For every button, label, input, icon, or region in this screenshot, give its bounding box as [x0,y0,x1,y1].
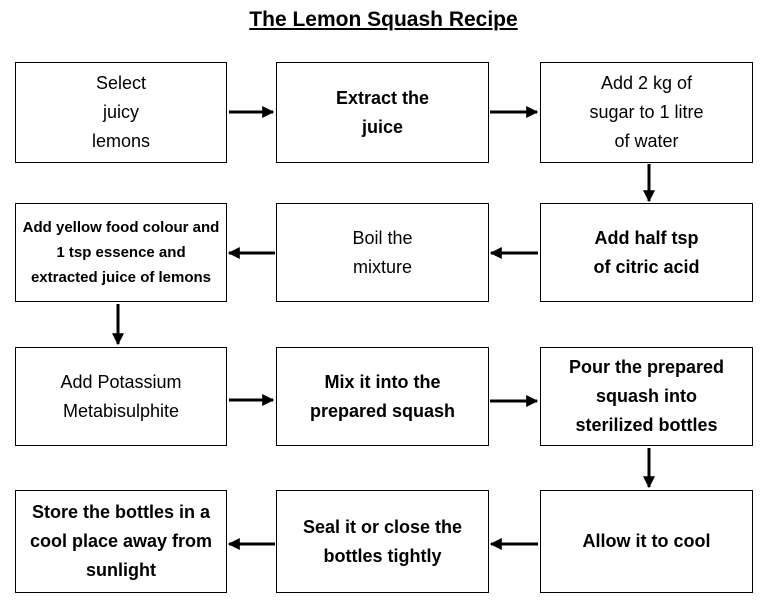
step-label: Select juicy lemons [91,73,151,151]
step-store-bottles: Store the bottles in a cool place away f… [15,490,227,593]
step-extract-juice: Extract the juice [276,62,489,163]
step-label: Mix it into the prepared squash [309,371,456,421]
step-label: Allow it to cool [582,531,711,551]
step-label: Add yellow food colour and 1 tsp essence… [22,219,220,286]
step-seal-bottles: Seal it or close the bottles tightly [276,490,489,593]
step-boil-mixture: Boil the mixture [276,203,489,302]
step-mix-into-squash: Mix it into the prepared squash [276,347,489,446]
step-label: Add Potassium Metabisulphite [60,371,182,421]
step-label: Add 2 kg of sugar to 1 litre of water [589,73,704,151]
step-label: Store the bottles in a cool place away f… [29,502,213,580]
step-label: Pour the prepared squash into sterilized… [568,357,725,435]
step-label: Add half tsp of citric acid [593,227,700,277]
step-label: Boil the mixture [352,227,413,277]
step-select-lemons: Select juicy lemons [15,62,227,163]
step-pour-into-bottles: Pour the prepared squash into sterilized… [540,347,753,446]
step-add-potassium-metabisulphite: Add Potassium Metabisulphite [15,347,227,446]
step-allow-to-cool: Allow it to cool [540,490,753,593]
diagram-title: The Lemon Squash Recipe [249,8,518,31]
step-label: Extract the juice [335,87,430,137]
step-label: Seal it or close the bottles tightly [302,516,463,566]
step-add-sugar-water: Add 2 kg of sugar to 1 litre of water [540,62,753,163]
step-add-colour-essence-juice: Add yellow food colour and 1 tsp essence… [15,203,227,302]
step-add-citric-acid: Add half tsp of citric acid [540,203,753,302]
